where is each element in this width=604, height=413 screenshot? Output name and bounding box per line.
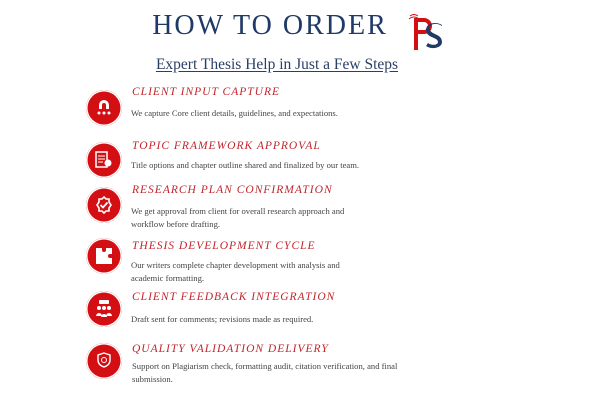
- step-title: RESEARCH PLAN CONFIRMATION: [132, 184, 333, 196]
- page-title: HOW TO ORDER: [152, 10, 388, 41]
- step-title: CLIENT INPUT CAPTURE: [132, 86, 281, 98]
- step-title: CLIENT FEEDBACK INTEGRATION: [132, 291, 336, 303]
- step-description: Our writers complete chapter development…: [131, 260, 340, 283]
- page-subtitle: Expert Thesis Help in Just a Few Steps: [155, 56, 399, 73]
- feedback-group-icon: [86, 291, 122, 327]
- step-description: We capture Core client details, guidelin…: [131, 108, 338, 118]
- step-description: Draft sent for comments; revisions made …: [131, 314, 314, 324]
- badge-check-icon: [86, 187, 122, 223]
- step-description: We get approval from client for overall …: [131, 206, 345, 229]
- checklist-icon: [86, 142, 122, 178]
- quality-award-icon: [86, 343, 122, 379]
- puzzle-icon: [86, 238, 122, 274]
- magnet-users-icon: [86, 90, 122, 126]
- step-title: QUALITY VALIDATION DELIVERY: [132, 343, 329, 355]
- ps-logo: [408, 14, 448, 52]
- step-title: THESIS DEVELOPMENT CYCLE: [132, 240, 316, 252]
- step-description: Support on Plagiarism check, formatting …: [132, 361, 398, 384]
- step-title: TOPIC FRAMEWORK APPROVAL: [132, 140, 321, 152]
- step-description: Title options and chapter outline shared…: [131, 160, 360, 170]
